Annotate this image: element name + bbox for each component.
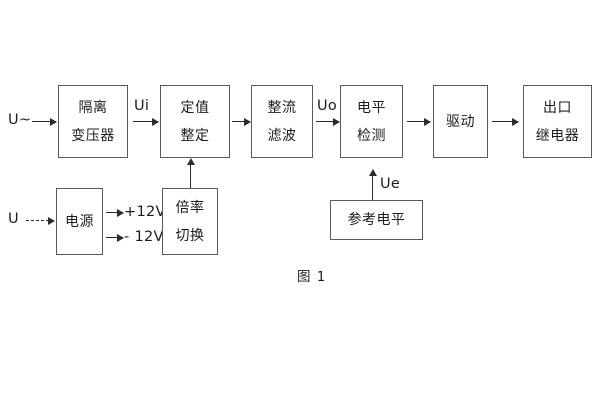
block-isolation-transformer: 隔离 变压器 xyxy=(58,85,128,158)
arrow-setting-to-rectify xyxy=(232,118,251,126)
block-rectify-filter-line1: 整流 xyxy=(267,99,297,116)
block-level-detect-line1: 电平 xyxy=(357,99,386,116)
arrow-input-ac-to-isolation xyxy=(32,118,57,126)
block-output-relay-line2: 继电器 xyxy=(535,127,580,144)
block-isolation-transformer-line1: 隔离 xyxy=(78,99,108,116)
block-rectify-filter-line2: 滤波 xyxy=(267,127,297,144)
input-ac-label: U~ xyxy=(8,112,32,128)
block-level-detect-line2: 检测 xyxy=(357,127,386,144)
block-drive-line1: 驱动 xyxy=(446,113,475,130)
arrow-rail-positive xyxy=(106,209,124,217)
block-reference-level-line1: 参考电平 xyxy=(347,212,406,228)
block-setting-value-line1: 定值 xyxy=(180,99,210,116)
arrow-level-detect-to-drive xyxy=(407,118,431,126)
arrow-multiplier-to-setting xyxy=(186,158,195,188)
rail-negative-label: - 12V xyxy=(124,229,164,245)
signal-ui-label: Ui xyxy=(134,98,150,114)
arrow-reference-to-level-detect xyxy=(368,169,377,200)
signal-ue-label: Ue xyxy=(380,176,401,192)
block-reference-level: 参考电平 xyxy=(330,200,423,240)
block-multiplier-switch: 倍率 切换 xyxy=(162,188,218,255)
signal-uo-label: Uo xyxy=(317,98,338,114)
block-setting-value: 定值 整定 xyxy=(160,85,230,158)
arrow-isolation-to-setting xyxy=(133,118,159,126)
arrow-drive-to-output-relay xyxy=(492,118,519,126)
block-level-detect: 电平 检测 xyxy=(340,85,403,158)
arrow-rectify-to-level-detect xyxy=(316,118,340,126)
block-power-supply: 电源 xyxy=(56,188,103,255)
input-dc-label: U xyxy=(8,211,19,227)
block-drive: 驱动 xyxy=(433,85,488,158)
block-isolation-transformer-line2: 变压器 xyxy=(71,127,115,144)
figure-caption: 图 1 xyxy=(297,269,327,285)
arrow-input-dc-to-power-supply xyxy=(26,217,55,225)
block-power-supply-line1: 电源 xyxy=(65,213,94,230)
block-multiplier-switch-line2: 切换 xyxy=(175,227,205,244)
block-output-relay-line1: 出口 xyxy=(543,99,572,116)
arrow-rail-negative xyxy=(106,234,124,242)
block-rectify-filter: 整流 滤波 xyxy=(251,85,313,158)
rail-positive-label: +12V xyxy=(124,204,166,220)
block-setting-value-line2: 整定 xyxy=(180,127,210,144)
block-output-relay: 出口 继电器 xyxy=(523,85,592,158)
block-multiplier-switch-line1: 倍率 xyxy=(175,199,205,216)
